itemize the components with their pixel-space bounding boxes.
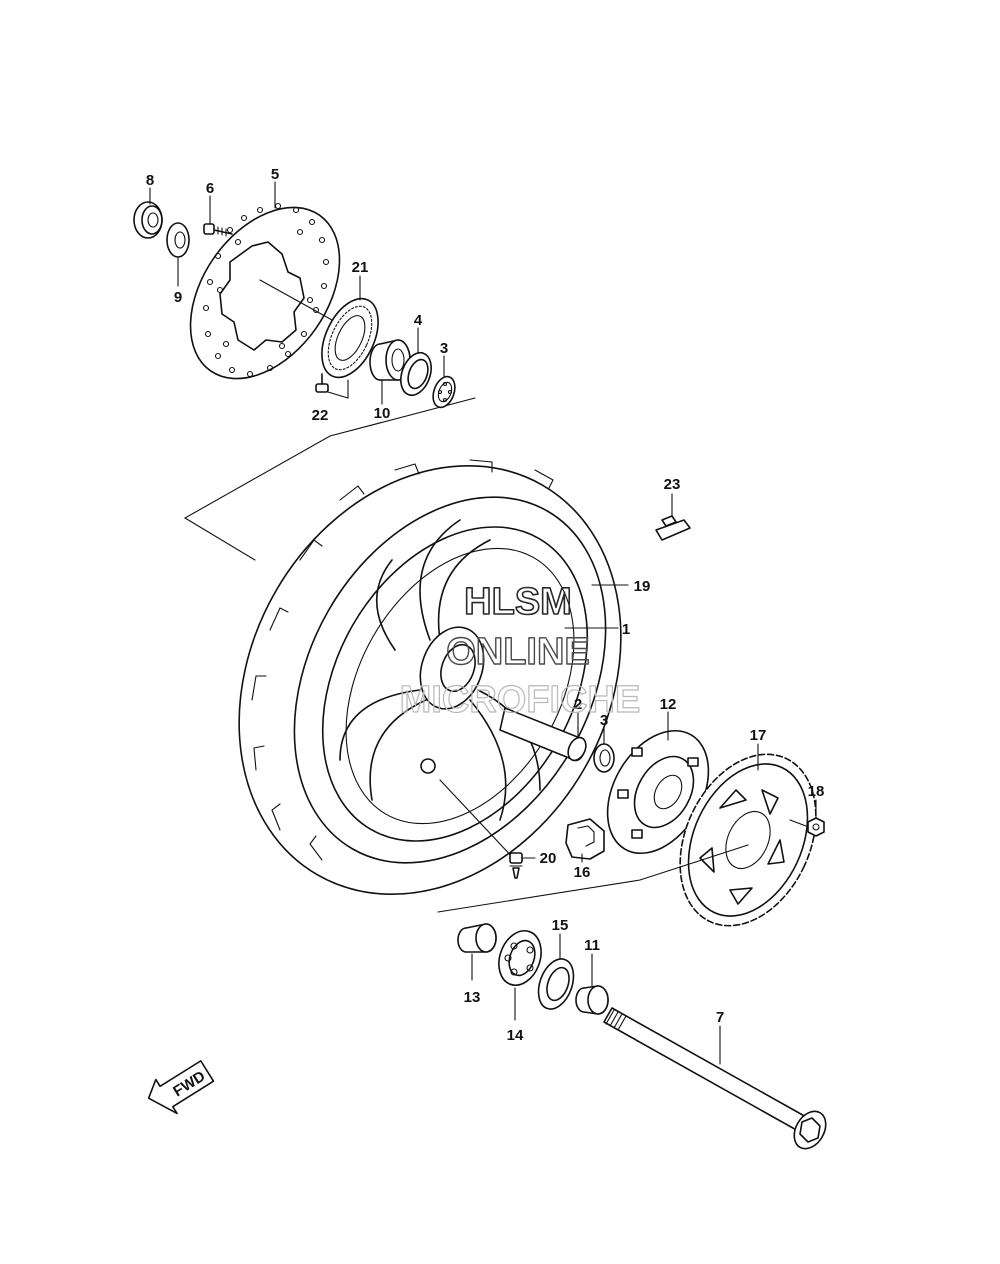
disc-holes — [202, 202, 330, 378]
group-bracket-bottom — [437, 844, 749, 913]
part-3-bearing-right[interactable] — [593, 743, 615, 773]
callout-1: 1 — [622, 621, 630, 638]
callout-15: 15 — [552, 917, 569, 934]
part-22-screw[interactable] — [315, 373, 329, 393]
callout-2: 2 — [574, 696, 582, 713]
group-bracket-line — [183, 397, 476, 561]
part-14-bearing[interactable] — [492, 925, 549, 991]
callout-14: 14 — [507, 1027, 524, 1044]
axle-threads — [605, 1009, 627, 1031]
callout-4: 4 — [414, 312, 423, 329]
part-15-oil-seal[interactable] — [532, 954, 580, 1014]
callout-3-right: 3 — [600, 712, 608, 729]
part-5-brake-disc[interactable] — [160, 180, 371, 407]
part-3-bearing-top[interactable] — [429, 374, 459, 411]
callout-13: 13 — [464, 989, 481, 1006]
tire-tread-marks — [251, 459, 554, 861]
callout-20: 20 — [540, 850, 557, 867]
watermark: HLSM ONLINE MICROFICHE — [399, 580, 641, 721]
fwd-direction-arrow: FWD — [147, 1060, 215, 1115]
callout-19: 19 — [634, 578, 651, 595]
callout-11: 11 — [584, 937, 600, 954]
part-18-nut[interactable] — [807, 817, 825, 837]
callout-21: 21 — [352, 259, 369, 276]
callout-6: 6 — [206, 180, 214, 197]
callout-9: 9 — [174, 289, 182, 306]
callout-22: 22 — [312, 407, 329, 424]
callout-5: 5 — [271, 166, 279, 183]
part-13-spacer[interactable] — [457, 923, 497, 953]
callout-8: 8 — [146, 172, 154, 189]
leader-valve — [439, 779, 516, 861]
part-8-nut[interactable] — [133, 201, 163, 239]
part-21-sensor-rotor[interactable] — [310, 290, 389, 386]
callout-16: 16 — [574, 864, 591, 881]
part-23-balance-weight[interactable] — [655, 515, 691, 541]
part-7-axle[interactable] — [603, 1007, 832, 1154]
callout-10: 10 — [374, 405, 391, 422]
part-16-damper[interactable] — [565, 818, 605, 860]
callout-3-top: 3 — [440, 340, 448, 357]
callout-17: 17 — [750, 727, 767, 744]
part-9-washer[interactable] — [166, 222, 190, 258]
callout-12: 12 — [660, 696, 677, 713]
watermark-line-3: MICROFICHE — [400, 679, 641, 721]
callout-7: 7 — [716, 1009, 724, 1026]
part-20-valve[interactable] — [509, 852, 523, 879]
leader-18b — [789, 819, 807, 827]
part-6-bolt[interactable] — [203, 223, 233, 237]
callout-18: 18 — [808, 783, 825, 800]
part-17-sprocket[interactable] — [654, 732, 842, 948]
part-4-oil-seal[interactable] — [395, 349, 436, 400]
arrow-icon — [147, 1060, 215, 1115]
watermark-line-1: HLSM — [464, 581, 572, 623]
watermark-line-2: ONLINE — [446, 631, 590, 673]
part-11-spacer[interactable] — [575, 985, 609, 1015]
callout-23: 23 — [664, 476, 681, 493]
screw-leader — [327, 379, 349, 399]
part-2-axle-spacer[interactable] — [499, 707, 589, 763]
